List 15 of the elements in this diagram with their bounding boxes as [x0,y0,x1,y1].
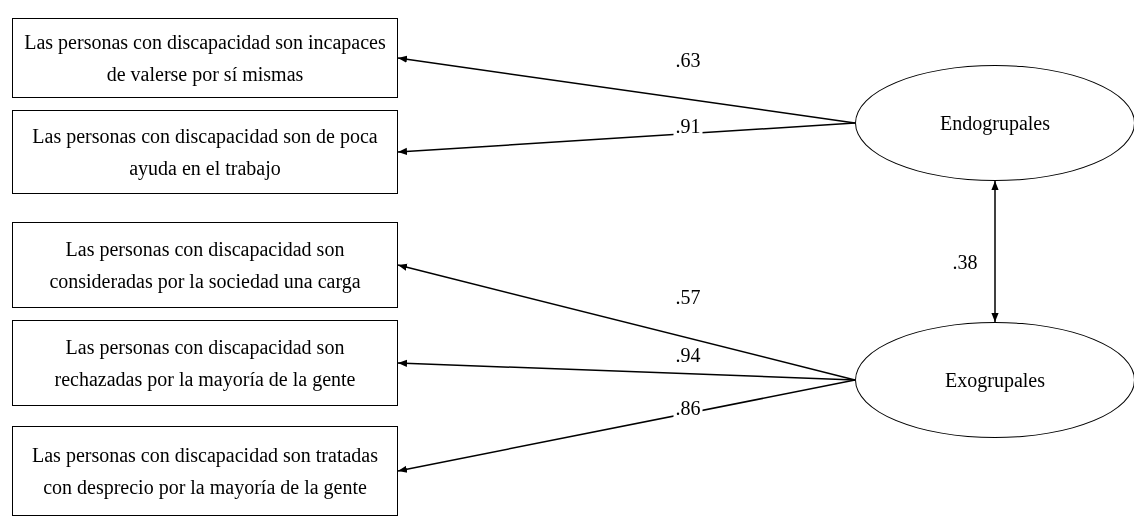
factor-label: Endogrupales [940,111,1050,135]
arrow [397,379,856,473]
item-box [12,320,398,406]
item-box [12,426,398,516]
item-text: Las personas con discapacidad son de poca ayuda en el trabajo [31,124,379,182]
arrow [991,180,999,323]
item-text: Las personas con discapacidad son incapaces de valerse por sí mismas [23,30,387,88]
item-box [12,222,398,308]
item-text: Las personas con discapacidad son tratadas con desprecio por la mayoría de la gente [31,443,379,501]
item-text: Las personas con discapacidad son consideradas por la sociedad una carga [48,237,362,295]
item-box [12,18,398,98]
item-text: Las personas con discapacidad son rechazadas por la mayoría de la gente [53,335,357,393]
factor-label: Exogrupales [945,368,1045,392]
arrow [397,122,856,155]
item-box [12,110,398,194]
